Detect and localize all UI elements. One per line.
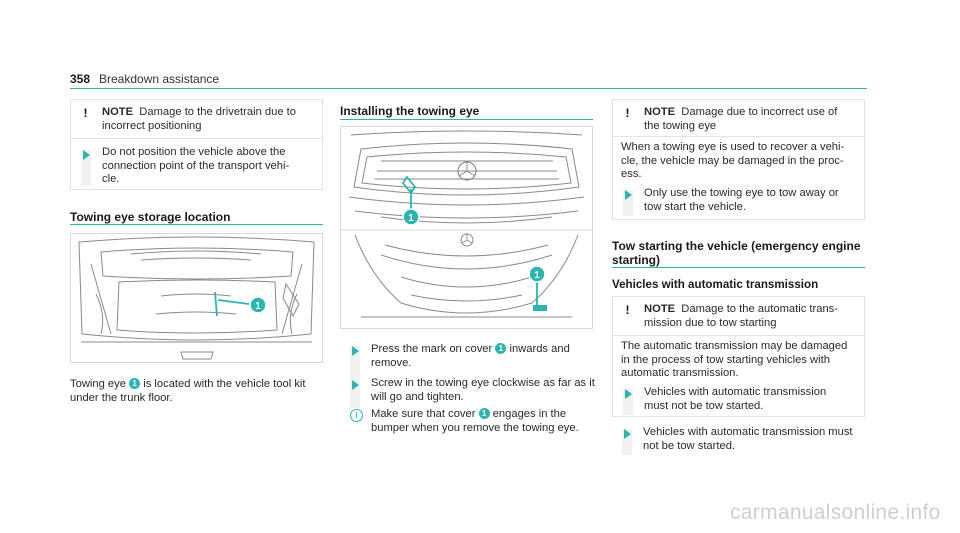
watermark: carmanualsonline.info — [730, 501, 941, 524]
installing-heading: Installing the towing eye — [340, 104, 480, 118]
bumper-drawing: 1 1 — [341, 130, 592, 318]
note-separator — [71, 138, 322, 139]
step-bar — [81, 150, 91, 186]
install-info: Make sure that cover 1 engages in the bu… — [371, 408, 579, 434]
note-drivetrain-step: Do not position the vehicle above the co… — [102, 146, 290, 185]
step-bar — [622, 429, 632, 455]
svg-text:1: 1 — [408, 213, 414, 224]
page-number: 358 — [70, 72, 91, 86]
note-separator — [613, 335, 864, 336]
warning-exclamation-icon: ! — [83, 106, 88, 120]
step-bar — [350, 346, 360, 380]
note-automatic-text: NOTE Damage to the automatic trans- miss… — [644, 303, 838, 329]
step-arrow-icon — [83, 150, 90, 160]
note-automatic-box: ! NOTE Damage to the automatic trans- mi… — [612, 296, 865, 417]
note-drivetrain-box: ! NOTE Damage to the drivetrain due to i… — [70, 99, 323, 190]
warning-exclamation-icon: ! — [625, 106, 630, 120]
svg-text:1: 1 — [255, 301, 261, 312]
tow-start-heading: Tow starting the vehicle (emergency engi… — [612, 239, 861, 267]
step-bar — [350, 380, 360, 408]
final-step: Vehicles with automatic transmission mus… — [643, 426, 853, 452]
header-rule — [70, 88, 867, 89]
trunk-drawing: 1 — [78, 236, 315, 360]
note-towing-eye-text: NOTE Damage due to incorrect use of the … — [644, 106, 838, 132]
auto-transmission-heading: Vehicles with automatic transmission — [612, 278, 819, 291]
warning-exclamation-icon: ! — [625, 303, 630, 317]
note-automatic-body: The automatic transmission may be damage… — [621, 340, 848, 379]
install-step-1: Press the mark on cover 1 inwards and re… — [371, 343, 570, 369]
installing-heading-rule — [340, 119, 593, 120]
note-drivetrain-text: NOTE Damage to the drivetrain due to inc… — [102, 106, 297, 132]
step-arrow-icon — [625, 389, 632, 399]
step-arrow-icon — [352, 346, 359, 356]
step-arrow-icon — [625, 190, 632, 200]
callout-1-badge: 1 — [478, 408, 490, 419]
callout-1-badge: 1 — [495, 343, 507, 354]
storage-caption: Towing eye 1 is located with the vehicle… — [70, 378, 306, 404]
bumper-illustration: 1 1 — [340, 126, 593, 329]
svg-text:1: 1 — [534, 270, 540, 281]
note-separator — [613, 136, 864, 137]
storage-heading-rule — [70, 224, 323, 225]
note-towing-eye-step: Only use the towing eye to tow away or t… — [644, 187, 839, 213]
callout-1-badge: 1 — [129, 378, 141, 389]
step-arrow-icon — [624, 429, 631, 439]
step-bar — [623, 190, 633, 216]
note-towing-eye-box: ! NOTE Damage due to incorrect use of th… — [612, 99, 865, 220]
trunk-illustration: 1 — [70, 233, 323, 363]
tow-start-heading-rule — [612, 267, 865, 268]
info-icon: i — [350, 409, 363, 422]
step-bar — [623, 389, 633, 415]
step-arrow-icon — [352, 380, 359, 390]
install-step-2: Screw in the towing eye clockwise as far… — [371, 377, 595, 403]
storage-heading: Towing eye storage location — [70, 210, 231, 224]
note-automatic-step: Vehicles with automatic transmission mus… — [644, 386, 827, 412]
note-towing-eye-body: When a towing eye is used to recover a v… — [621, 141, 845, 180]
page-title: Breakdown assistance — [99, 72, 220, 86]
